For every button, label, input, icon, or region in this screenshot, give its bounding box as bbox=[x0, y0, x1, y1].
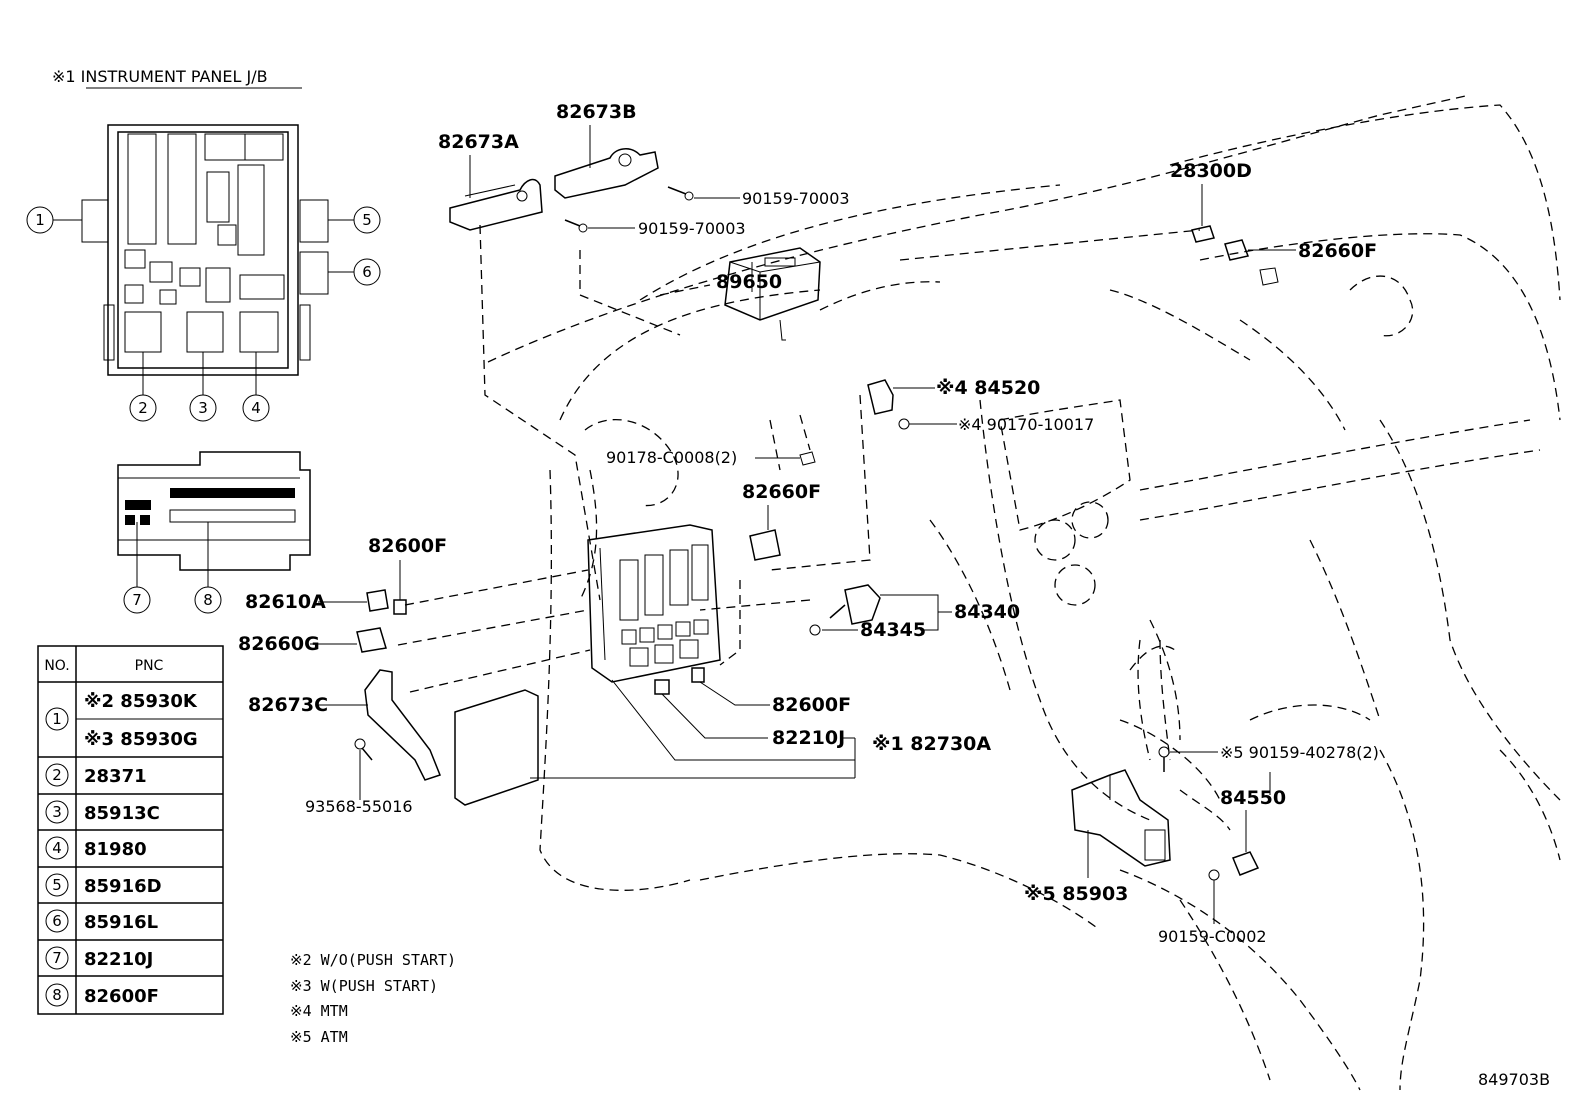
bolt-90159-40278 bbox=[1158, 746, 1170, 772]
note-2: ※2 W/O(PUSH START) bbox=[290, 951, 456, 969]
callout-4: 4 bbox=[242, 352, 270, 422]
part-82673B bbox=[554, 148, 659, 199]
part-82610A bbox=[366, 589, 389, 612]
note-3: ※3 W(PUSH START) bbox=[290, 977, 438, 995]
part-84345 bbox=[809, 624, 821, 636]
label-84340: 84340 bbox=[954, 601, 1020, 623]
label-82610A: 82610A bbox=[245, 591, 326, 613]
svg-text:3: 3 bbox=[198, 399, 208, 417]
label-89650: 89650 bbox=[716, 271, 782, 293]
label-82673B: 82673B bbox=[556, 101, 637, 123]
callout-2: 2 bbox=[129, 352, 157, 422]
diagram-code: 849703B bbox=[1478, 1070, 1550, 1089]
label-82673A: 82673A bbox=[438, 131, 519, 153]
svg-text:1: 1 bbox=[35, 211, 45, 229]
svg-text:2: 2 bbox=[138, 399, 148, 417]
label-90159-C0002: 90159-C0002 bbox=[1158, 927, 1267, 946]
label-82673C: 82673C bbox=[248, 694, 328, 716]
table-header-no: NO. bbox=[44, 658, 69, 674]
part-82660F-mid bbox=[749, 529, 781, 561]
table-row-no: 3 bbox=[52, 803, 62, 821]
label-82210J: 82210J bbox=[772, 727, 845, 749]
table-row-no: 4 bbox=[52, 839, 62, 857]
junction-block-front-view bbox=[81, 124, 329, 376]
svg-text:7: 7 bbox=[132, 591, 142, 609]
label-90159-40278: ※5 90159-40278(2) bbox=[1220, 743, 1379, 762]
callout-1: 1 bbox=[26, 206, 82, 234]
table-row-pnc: 85913C bbox=[84, 803, 160, 824]
label-90159-70003-upper: 90159-70003 bbox=[742, 189, 850, 208]
table-row-pnc: 85916D bbox=[84, 876, 162, 897]
dashboard-outline bbox=[479, 94, 1561, 1091]
label-82600F-low: 82600F bbox=[772, 694, 851, 716]
part-82673A bbox=[449, 178, 543, 231]
table-row-no: 6 bbox=[52, 912, 62, 930]
label-84550: 84550 bbox=[1220, 787, 1286, 809]
callout-7: 7 bbox=[123, 522, 151, 614]
note-4: ※4 MTM bbox=[290, 1002, 348, 1020]
nut-90178-C0008 bbox=[799, 451, 816, 466]
table-header-pnc: PNC bbox=[135, 658, 164, 674]
pnc-table: NO. PNC 1 ※2 85930K ※3 85930G 2 28371 3 … bbox=[37, 645, 224, 1015]
label-82660G: 82660G bbox=[238, 633, 320, 655]
gear-lever-outline bbox=[1137, 639, 1231, 831]
part-84550 bbox=[1232, 851, 1260, 876]
bolt-90159-70003-lower bbox=[564, 219, 588, 233]
label-82660F-top: 82660F bbox=[1298, 240, 1377, 262]
callout-6: 6 bbox=[328, 258, 381, 286]
junction-block-side-view bbox=[117, 451, 311, 571]
part-ecu-panel bbox=[454, 689, 539, 806]
bolt-90159-C0002 bbox=[1208, 869, 1220, 881]
label-28300D: 28300D bbox=[1170, 160, 1252, 182]
table-row-no: 1 bbox=[52, 710, 62, 728]
part-82673C bbox=[364, 669, 441, 781]
label-85903: ※5 85903 bbox=[1024, 883, 1128, 905]
part-82660G bbox=[356, 627, 387, 653]
label-90170-10017: ※4 90170-10017 bbox=[958, 415, 1094, 434]
table-row-pnc: 81980 bbox=[84, 839, 147, 860]
svg-text:4: 4 bbox=[251, 399, 261, 417]
note-5: ※5 ATM bbox=[290, 1028, 348, 1046]
label-82660F-mid: 82660F bbox=[742, 481, 821, 503]
part-90170-10017 bbox=[898, 418, 910, 430]
svg-text:8: 8 bbox=[203, 591, 213, 609]
label-90159-70003-lower: 90159-70003 bbox=[638, 219, 746, 238]
part-82730A-junction-block bbox=[587, 524, 721, 683]
bolt-90159-70003-upper bbox=[667, 186, 694, 201]
part-82600F-low bbox=[691, 667, 705, 683]
callout-3: 3 bbox=[189, 352, 217, 422]
table-row-pnc: ※2 85930K bbox=[84, 691, 198, 712]
part-89650 bbox=[724, 247, 821, 341]
table-row-pnc: 82210J bbox=[84, 949, 153, 970]
part-84520 bbox=[867, 379, 894, 415]
bolt-93568-55016 bbox=[354, 738, 373, 761]
svg-text:6: 6 bbox=[362, 263, 372, 281]
label-84520: ※4 84520 bbox=[936, 377, 1040, 399]
table-row-pnc: ※3 85930G bbox=[84, 729, 198, 750]
callout-8: 8 bbox=[194, 522, 222, 614]
part-82660F-top bbox=[1224, 239, 1279, 286]
label-84345: 84345 bbox=[860, 619, 926, 641]
table-row-pnc: 82600F bbox=[84, 986, 159, 1007]
part-85903 bbox=[1071, 769, 1171, 867]
label-93568-55016: 93568-55016 bbox=[305, 797, 413, 816]
part-84340 bbox=[829, 584, 881, 625]
table-row-no: 2 bbox=[52, 766, 62, 784]
label-82600F-left: 82600F bbox=[368, 535, 447, 557]
part-82600F-left bbox=[393, 599, 407, 615]
table-row-pnc: 28371 bbox=[84, 766, 147, 787]
callout-5: 5 bbox=[328, 206, 381, 234]
label-90178-C0008: 90178-C0008(2) bbox=[606, 448, 737, 467]
table-row-no: 8 bbox=[52, 986, 62, 1004]
part-28300D bbox=[1191, 225, 1215, 243]
table-row-pnc: 85916L bbox=[84, 912, 158, 933]
label-82730A: ※1 82730A bbox=[872, 733, 991, 755]
table-row-no: 7 bbox=[52, 949, 62, 967]
table-row-no: 5 bbox=[52, 876, 62, 894]
jb-title: ※1 INSTRUMENT PANEL J/B bbox=[52, 67, 268, 86]
part-82210J bbox=[654, 679, 670, 695]
svg-text:5: 5 bbox=[362, 211, 372, 229]
